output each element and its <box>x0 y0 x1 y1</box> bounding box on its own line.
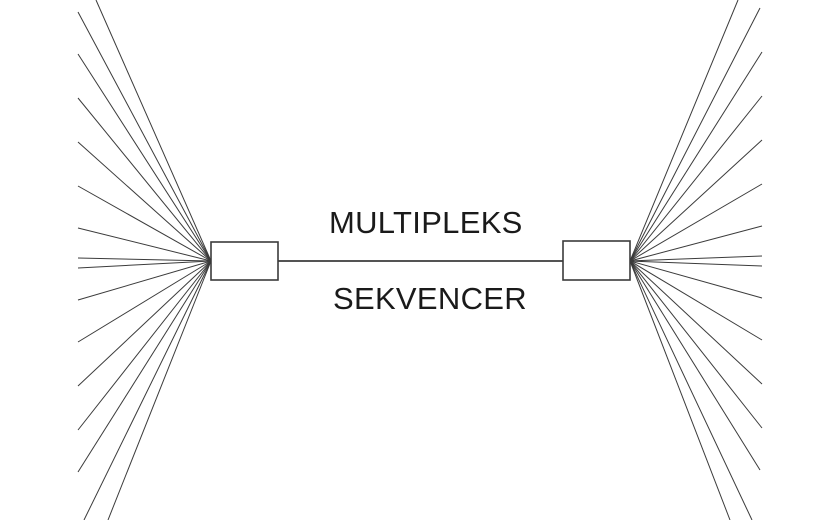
left-fan-group <box>77 0 212 520</box>
left-node-box[interactable] <box>210 241 279 281</box>
left-fan-line-2 <box>77 53 212 262</box>
right-fan-group <box>629 0 763 520</box>
left-fan-line-15 <box>107 260 212 520</box>
right-fan-line-1 <box>629 7 761 262</box>
right-fan-line-14 <box>629 260 753 520</box>
right-fan-line-0 <box>629 0 739 262</box>
left-fan-line-7 <box>77 257 212 262</box>
right-fan-line-3 <box>629 95 763 262</box>
left-fan-line-9 <box>77 260 212 301</box>
right-fan-line-5 <box>629 183 763 262</box>
left-fan-line-13 <box>77 260 212 473</box>
left-fan-line-6 <box>77 227 212 262</box>
right-fan-line-7 <box>629 255 763 262</box>
left-fan-line-1 <box>77 11 212 262</box>
right-fan-line-13 <box>629 260 761 471</box>
right-fan-line-2 <box>629 51 763 262</box>
right-fan-line-4 <box>629 139 763 262</box>
right-fan-line-8 <box>629 260 763 267</box>
left-fan-line-5 <box>77 185 212 262</box>
left-fan-line-4 <box>77 141 212 262</box>
label-multipleks: MULTIPLEKS <box>329 205 523 240</box>
right-fan-line-15 <box>629 260 731 520</box>
left-fan-line-14 <box>83 260 212 520</box>
right-fan-line-11 <box>629 260 763 385</box>
left-fan-line-0 <box>95 0 212 262</box>
left-fan-line-12 <box>77 260 212 431</box>
left-fan-line-8 <box>77 260 212 269</box>
right-fan-line-6 <box>629 225 763 262</box>
left-fan-line-3 <box>77 97 212 262</box>
right-fan-line-9 <box>629 260 763 299</box>
left-fan-line-11 <box>77 260 212 387</box>
right-node-box[interactable] <box>562 240 631 281</box>
right-fan-line-12 <box>629 260 763 429</box>
right-fan-line-10 <box>629 260 763 341</box>
left-fan-line-10 <box>77 260 212 343</box>
label-sekvencer: SEKVENCER <box>333 281 527 316</box>
